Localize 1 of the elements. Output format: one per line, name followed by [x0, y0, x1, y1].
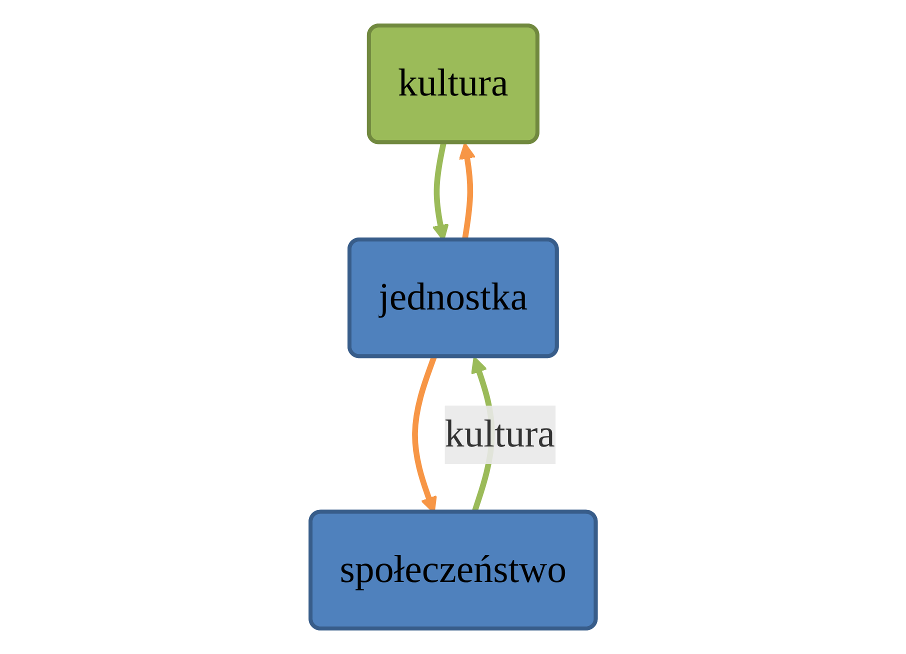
edge-label: kultura	[444, 413, 555, 456]
